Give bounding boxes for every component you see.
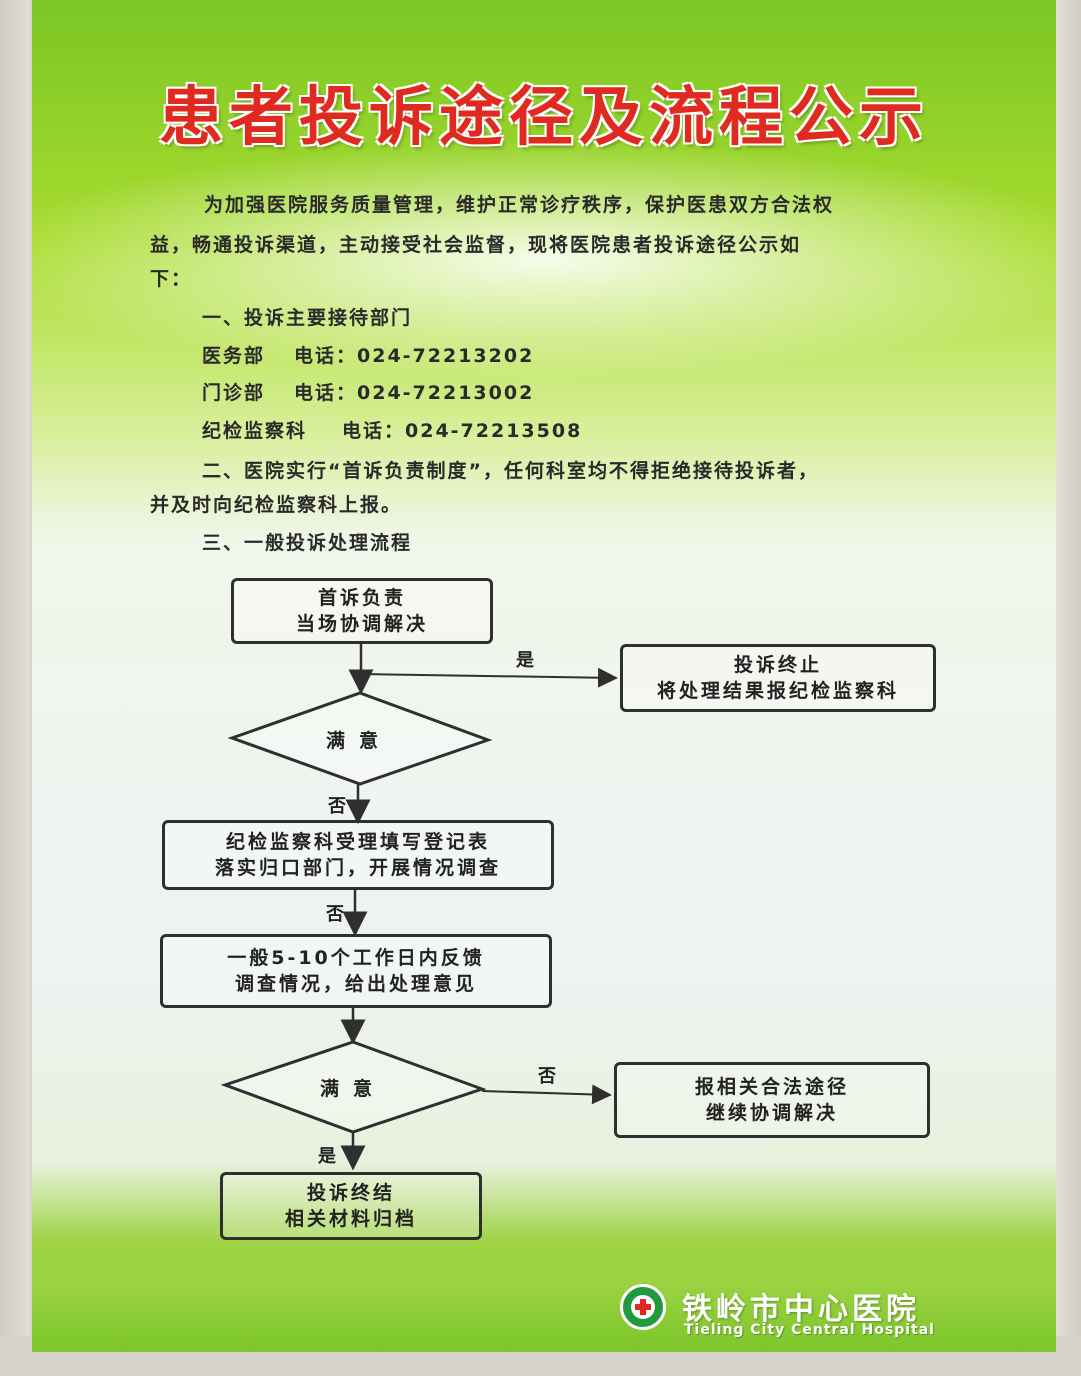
flow-yes-label-2: 是 — [318, 1146, 336, 1167]
intro-line-1: 为加强医院服务质量管理，维护正常诊疗秩序，保护医患双方合法权 — [204, 194, 835, 216]
flow-terminate-line1: 投诉终止 — [733, 654, 822, 676]
section1-heading: 一、投诉主要接待部门 — [202, 307, 413, 329]
arrow-step1-to-terminate — [360, 667, 618, 688]
flow-step2-line1: 纪检监察科受理填写登记表 — [225, 831, 490, 853]
decision2-diamond — [220, 1040, 487, 1134]
decision2-label: 满意 — [320, 1078, 387, 1100]
notice-poster: 患者投诉途径及流程公示 为加强医院服务质量管理，维护正常诊疗秩序，保护医患双方合… — [32, 0, 1056, 1352]
poster-title: 患者投诉途径及流程公示 — [159, 80, 929, 155]
flow-end-line2: 相关材料归档 — [284, 1208, 417, 1230]
flow-step3-box: 一般5-10个工作日内反馈 调查情况，给出处理意见 — [160, 934, 552, 1008]
section2-line-1: 二、医院实行“首诉负责制度”，任何科室均不得拒绝接待投诉者， — [202, 460, 819, 482]
flow-step2-box: 纪检监察科受理填写登记表 落实归口部门，开展情况调查 — [162, 820, 554, 890]
dept-2-phone: 电话：024-72213002 — [294, 382, 535, 404]
flowchart-connectors — [220, 642, 618, 1171]
flow-end-line1: 投诉终结 — [306, 1182, 395, 1204]
flow-no-label-1: 否 — [328, 796, 346, 817]
hospital-name-cn: 铁岭市中心医院 — [682, 1292, 920, 1327]
wall-left — [0, 0, 30, 1376]
red-cross-logo-icon — [620, 1284, 666, 1330]
wall-right — [1051, 0, 1081, 1376]
dept-1-name: 医务部 — [202, 345, 266, 367]
flow-step3-line1: 一般5-10个工作日内反馈 — [227, 947, 485, 969]
flow-terminate-box: 投诉终止 将处理结果报纪检监察科 — [620, 644, 936, 712]
dept-3-name: 纪检监察科 — [202, 420, 308, 442]
flow-legal-line1: 报相关合法途径 — [694, 1076, 849, 1098]
dept-1-phone: 电话：024-72213202 — [294, 345, 535, 367]
flow-no-label-3: 否 — [538, 1066, 556, 1087]
flow-legal-line2: 继续协调解决 — [705, 1102, 838, 1124]
poster-sheen — [32, 140, 1056, 380]
flow-legal-box: 报相关合法途径 继续协调解决 — [614, 1062, 930, 1138]
decision1-label: 满意 — [326, 730, 393, 752]
flow-step2-line2: 落实归口部门，开展情况调查 — [214, 857, 501, 879]
poster-bottom-band — [32, 1210, 1056, 1352]
intro-line-3: 下： — [150, 268, 193, 290]
flow-step3-line2: 调查情况，给出处理意见 — [234, 973, 477, 995]
dept-3-phone: 电话：024-72213508 — [342, 420, 583, 442]
section3-heading: 三、一般投诉处理流程 — [202, 532, 413, 554]
flow-yes-label-1: 是 — [516, 650, 534, 671]
flow-step1-line1: 首诉负责 — [317, 587, 406, 609]
hospital-name-en: Tieling City Central Hospital — [684, 1322, 935, 1338]
flow-no-label-2: 否 — [326, 904, 344, 925]
flow-terminate-line2: 将处理结果报纪检监察科 — [656, 680, 899, 702]
dept-2-name: 门诊部 — [202, 382, 266, 404]
flow-step1-line2: 当场协调解决 — [295, 613, 428, 635]
flow-step1-box: 首诉负责 当场协调解决 — [231, 578, 493, 644]
flow-end-box: 投诉终结 相关材料归档 — [220, 1172, 482, 1240]
section2-line-2: 并及时向纪检监察科上报。 — [150, 494, 403, 516]
arrow-decision2-to-legal — [481, 1084, 612, 1105]
decision1-diamond — [227, 691, 493, 786]
intro-line-2: 益，畅通投诉渠道，主动接受社会监督，现将医院患者投诉途径公示如 — [150, 234, 802, 256]
